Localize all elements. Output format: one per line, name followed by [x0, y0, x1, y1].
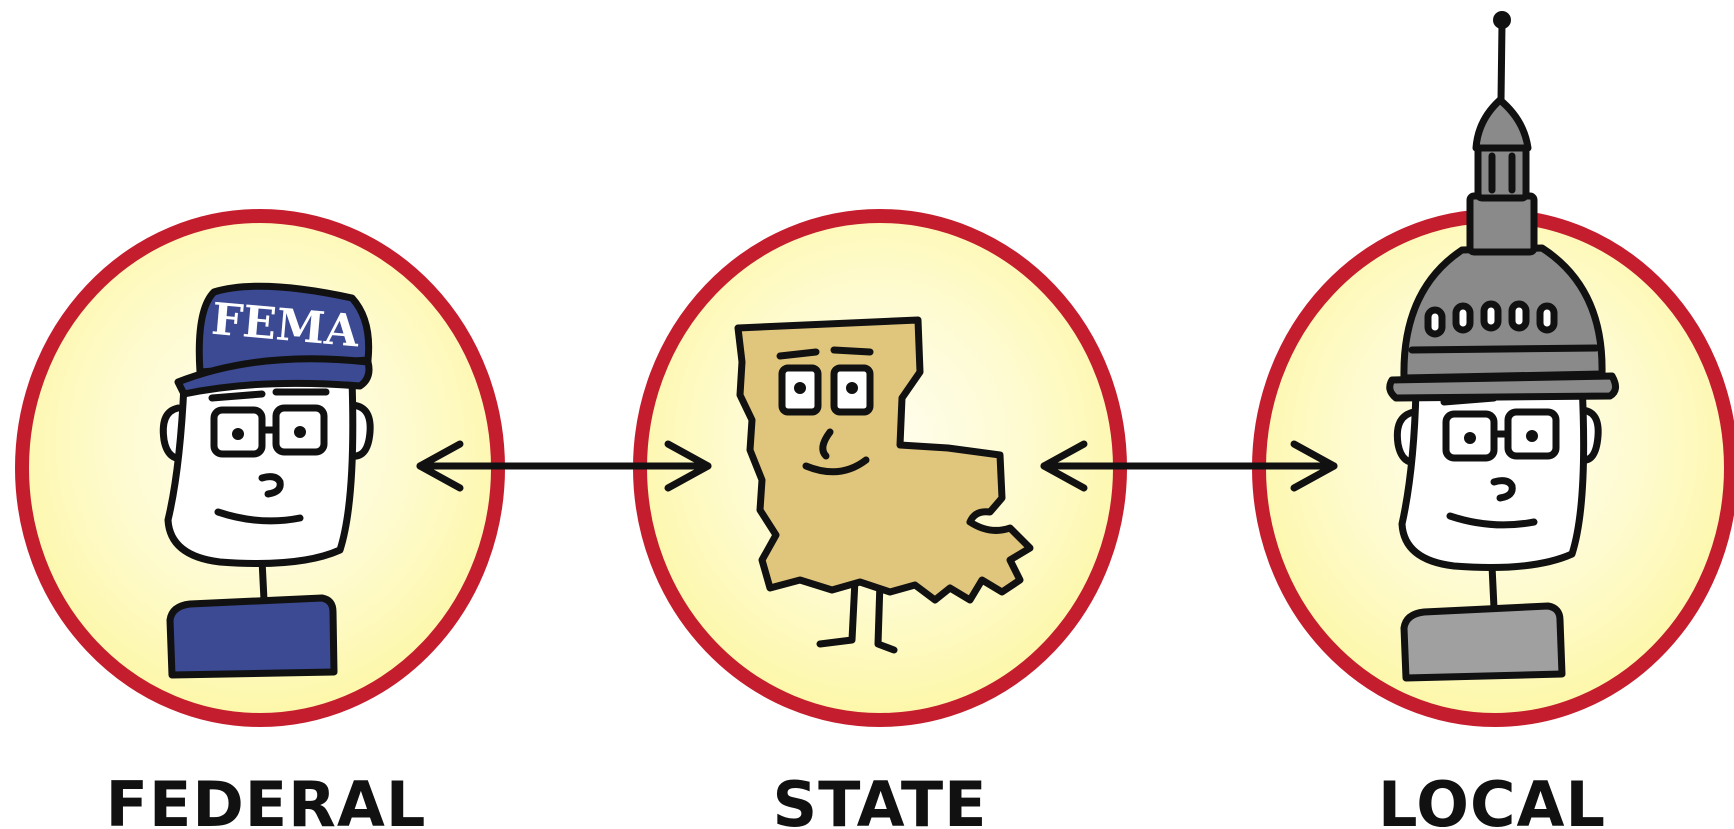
local-node: LOCAL — [1259, 11, 1731, 829]
local-label: LOCAL — [1378, 768, 1606, 829]
federal-node: FEMA FEDERAL — [22, 216, 498, 829]
state-node: STATE — [640, 216, 1120, 829]
federal-label: FEDERAL — [106, 768, 427, 829]
state-label: STATE — [773, 768, 988, 829]
